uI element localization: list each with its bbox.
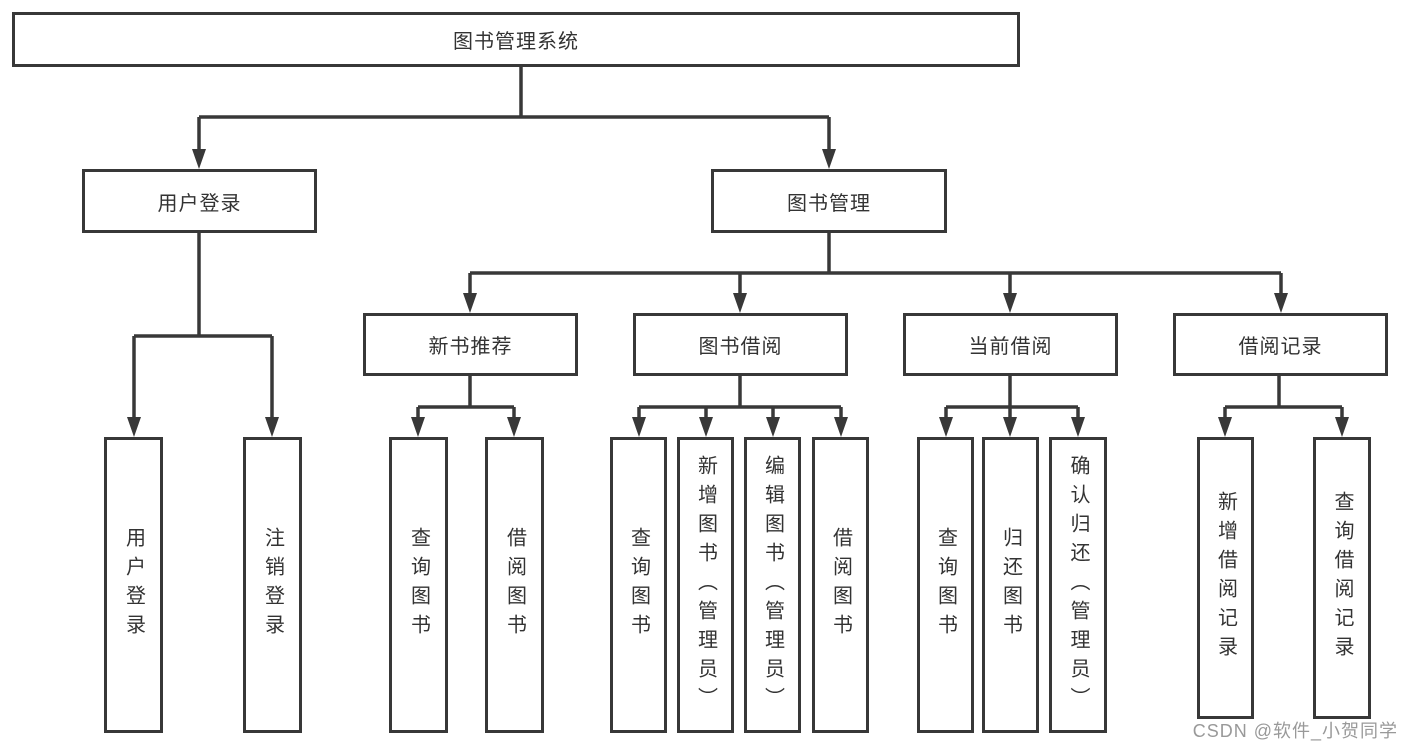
csdn-watermark: CSDN @软件_小贺同学 [1192,721,1398,741]
leaf-borrow-edit-book-admin: 编辑图书（管理员） [744,437,801,733]
node-label: 借阅记录 [1238,336,1323,358]
node-label: 用户登录 [122,527,145,643]
leaf-recommend-query-book: 查询图书 [389,437,448,733]
arrowheads [127,149,1349,437]
node-label: 查询图书 [407,527,430,643]
node-label: 归还图书 [999,527,1022,643]
node-label: 查询图书 [627,527,650,643]
leaf-borrow-add-book-admin: 新增图书（管理员） [677,437,734,733]
leaf-recommend-borrow-book: 借阅图书 [485,437,544,733]
node-current-borrow: 当前借阅 [903,313,1118,376]
node-label: 图书管理系统 [453,31,579,53]
node-label: 新增图书（管理员） [694,454,717,716]
leaf-user-login: 用户登录 [104,437,163,733]
node-book-borrow: 图书借阅 [633,313,848,376]
node-label: 新增借阅记录 [1214,491,1237,665]
node-label: 用户登录 [157,192,242,215]
leaf-current-return-book: 归还图书 [982,437,1039,733]
node-user-login: 用户登录 [82,169,317,233]
connector-path [132,66,1344,420]
node-label: 查询借阅记录 [1331,491,1353,665]
node-label: 图书管理 [787,192,871,215]
node-label: 图书借阅 [698,336,783,358]
node-label: 编辑图书（管理员） [761,454,784,716]
node-label: 查询图书 [934,527,957,643]
leaf-record-add-borrow-record: 新增借阅记录 [1197,437,1254,719]
node-library-management-system: 图书管理系统 [12,12,1020,67]
node-borrow-record: 借阅记录 [1173,313,1388,376]
node-label: 借阅图书 [503,527,526,643]
leaf-borrow-query-book: 查询图书 [610,437,667,733]
leaf-record-query-borrow-record: 查询借阅记录 [1313,437,1371,719]
node-label: 新书推荐 [428,336,513,358]
node-book-management: 图书管理 [711,169,947,233]
node-label: 确认归还（管理员） [1067,454,1089,716]
leaf-current-confirm-return-admin: 确认归还（管理员） [1049,437,1107,733]
node-label: 注销登录 [261,527,284,643]
leaf-borrow-borrow-book: 借阅图书 [812,437,869,733]
leaf-current-query-book: 查询图书 [917,437,974,733]
node-new-book-recommend: 新书推荐 [363,313,578,376]
leaf-logout: 注销登录 [243,437,302,733]
node-label: 当前借阅 [968,336,1053,358]
node-label: 借阅图书 [829,527,852,643]
